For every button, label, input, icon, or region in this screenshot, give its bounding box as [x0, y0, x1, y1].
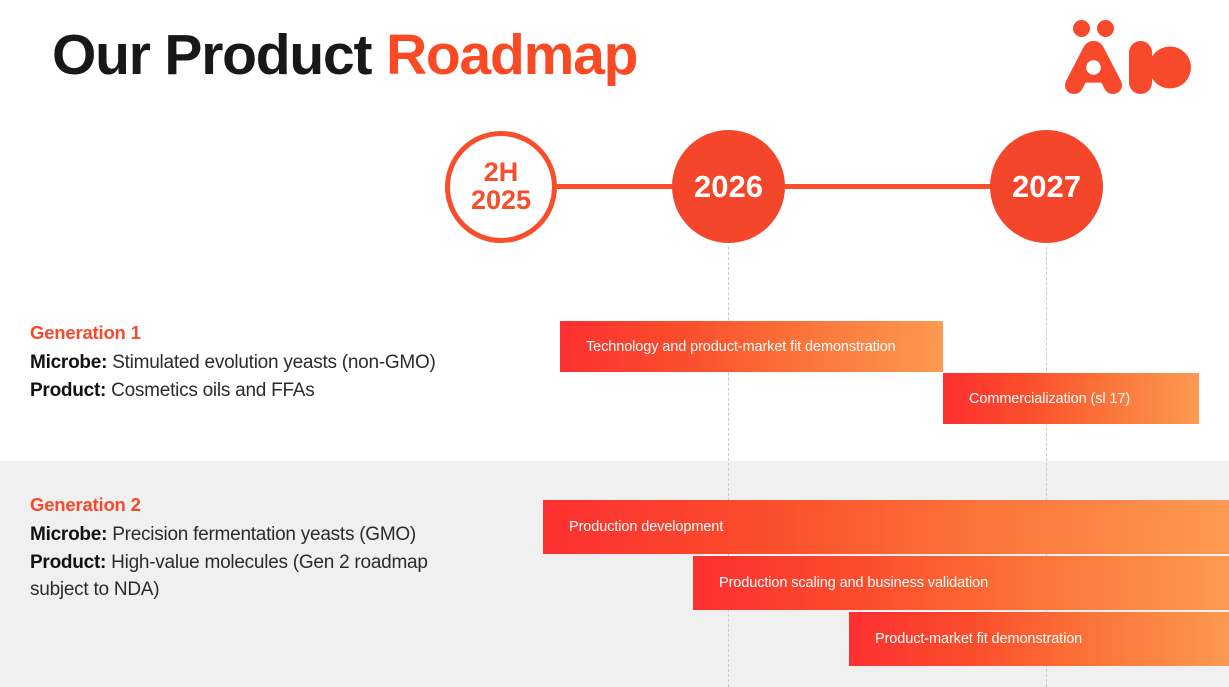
- generation-2-product-label: Product:: [30, 551, 107, 573]
- gantt-bar-tech-pmf-demo-label: Technology and product-market fit demons…: [586, 338, 896, 355]
- gantt-bar-commercialization-label: Commercialization (sl 17): [969, 390, 1131, 407]
- generation-2-info: Generation 2 Microbe: Precision fermenta…: [30, 494, 428, 604]
- timeline-connector-2: [784, 184, 992, 189]
- timeline-node-2h-2025[interactable]: 2H 2025: [445, 131, 557, 243]
- page-title-main: Our Product: [52, 23, 386, 87]
- generation-2-product-row-cont: subject to NDA): [30, 579, 160, 601]
- aio-logo: [1063, 20, 1191, 94]
- gantt-bar-production-development[interactable]: Production development: [543, 500, 1229, 554]
- timeline-node-2h-2025-line2: 2025: [470, 185, 532, 215]
- generation-1-product-label: Product:: [30, 379, 107, 401]
- generation-2-microbe-value: Precision fermentation yeasts (GMO): [107, 524, 417, 545]
- gantt-bar-production-scaling[interactable]: Production scaling and business validati…: [693, 556, 1229, 610]
- timeline-node-2026[interactable]: 2026: [672, 130, 785, 243]
- generation-2-product-value: High-value molecules (Gen 2 roadmap: [106, 551, 428, 573]
- gantt-bar-production-scaling-label: Production scaling and business validati…: [719, 575, 989, 591]
- slide-header: Our Product Roadmap: [0, 0, 1229, 120]
- timeline-node-2027[interactable]: 2027: [990, 130, 1103, 243]
- generation-1-product-value: Cosmetics oils and FFAs: [106, 379, 315, 401]
- generation-1-microbe-label: Microbe:: [30, 352, 108, 373]
- generation-1-title: Generation 1: [30, 322, 141, 343]
- gantt-bar-product-market-fit-demo[interactable]: Product-market fit demonstration: [849, 612, 1229, 666]
- generation-1-microbe-row: Microbe: Stimulated evolution yeasts (no…: [30, 349, 436, 377]
- timeline-guide-2027: [1046, 247, 1047, 687]
- gantt-bar-commercialization[interactable]: Commercialization (sl 17): [943, 373, 1199, 424]
- generation-1-info: Generation 1 Microbe: Stimulated evoluti…: [30, 322, 436, 404]
- generation-2-title: Generation 2: [30, 494, 141, 515]
- generation-1-microbe-value: Stimulated evolution yeasts (non-GMO): [107, 352, 436, 373]
- gantt-bar-production-development-label: Production development: [569, 519, 724, 535]
- gantt-bar-product-market-fit-demo-label: Product-market fit demonstration: [875, 631, 1083, 647]
- page-title-accent: Roadmap: [385, 23, 639, 87]
- generation-2-microbe-label: Microbe:: [30, 524, 108, 545]
- generation-2-product-row: Product: High-value molecules (Gen 2 roa…: [30, 549, 428, 577]
- timeline-guide-2026: [728, 247, 729, 687]
- generation-1-product-row: Product: Cosmetics oils and FFAs: [30, 377, 436, 405]
- timeline-connector-1: [556, 184, 676, 189]
- generation-2-microbe-row: Microbe: Precision fermentation yeasts (…: [30, 521, 428, 549]
- page-title: Our Product Roadmap: [52, 22, 639, 88]
- timeline-node-2h-2025-line1: 2H: [483, 157, 519, 188]
- timeline-node-2027-label: 2027: [1012, 168, 1081, 204]
- timeline-node-2026-label: 2026: [694, 168, 763, 204]
- gantt-bar-tech-pmf-demo[interactable]: Technology and product-market fit demons…: [560, 321, 943, 372]
